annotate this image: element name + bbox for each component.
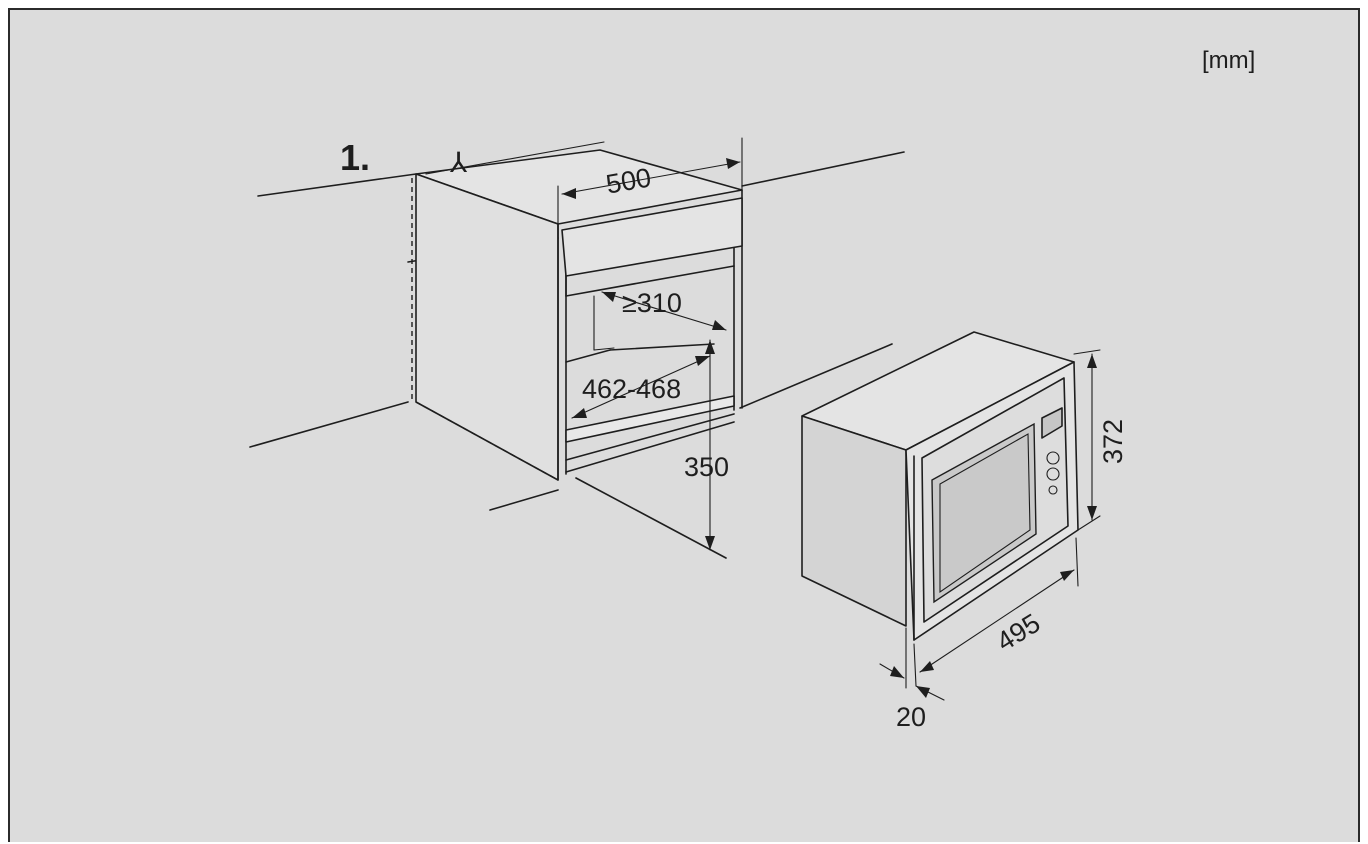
diagram-frame: [mm] 1. ⅄ 500 ≥310 462-468 350 372 495 2… bbox=[8, 8, 1360, 842]
dim-min-depth: ≥310 bbox=[622, 288, 682, 318]
cabinet-dimensions bbox=[425, 137, 743, 551]
step-number: 1. bbox=[340, 137, 370, 178]
unit-label: [mm] bbox=[1202, 47, 1255, 74]
dim-frame-depth: 20 bbox=[896, 702, 926, 732]
installation-drawing: [mm] 1. ⅄ 500 ≥310 462-468 350 372 495 2… bbox=[249, 47, 1255, 732]
dim-appliance-width: 495 bbox=[991, 608, 1045, 657]
dim-opening-height: 350 bbox=[684, 452, 729, 482]
dim-opening-width: 462-468 bbox=[582, 374, 681, 404]
microwave-dimensions bbox=[879, 349, 1101, 701]
marker-symbol-icon: ⅄ bbox=[449, 147, 468, 178]
cabinet bbox=[411, 149, 743, 559]
dim-appliance-height: 372 bbox=[1098, 419, 1128, 464]
microwave bbox=[801, 331, 1079, 641]
